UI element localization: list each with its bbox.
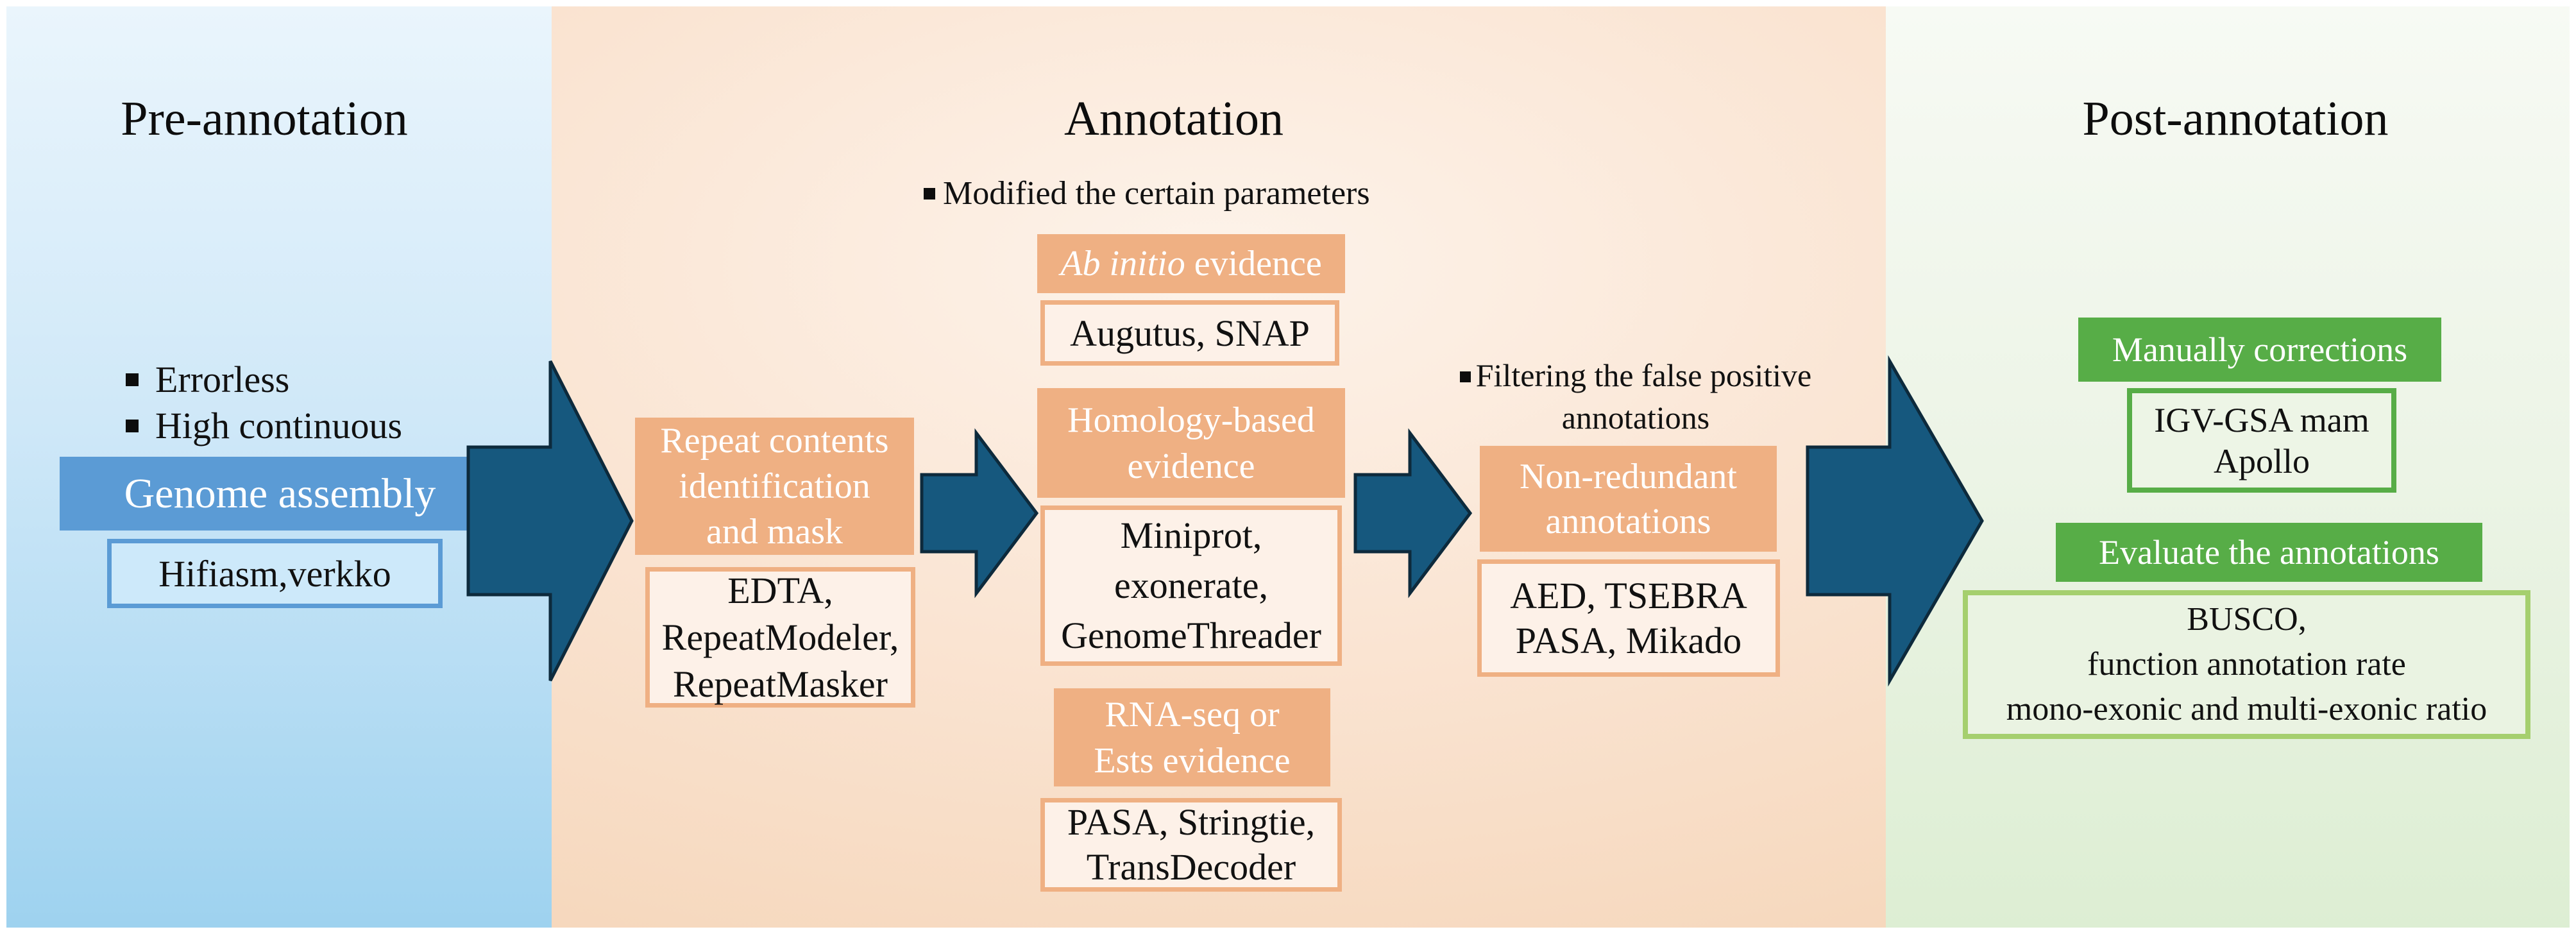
flow-arrow-repeat-to-evidence: [920, 428, 1039, 599]
flow-arrow-annotation-to-post: [1806, 355, 1984, 687]
bullet-square-icon: [1459, 371, 1471, 382]
homology-tools-line: GenomeThreader: [1061, 615, 1321, 656]
bullet-filter-line2: annotations: [1561, 400, 1710, 436]
bullet-item-errorless: Errorless: [126, 357, 402, 403]
manual-corrections-box: Manually corrections: [2078, 318, 2441, 382]
nonredundant-tools-line: AED, TSEBRA: [1510, 574, 1747, 616]
bullet-text: Modified the certain parameters: [943, 175, 1370, 212]
rna-tools-box: PASA, Stringtie, TransDecoder: [1040, 798, 1342, 892]
post-annotation-title: Post-annotation: [2082, 92, 2389, 146]
repeat-box-line: and mask: [706, 511, 843, 552]
evaluate-tools-line: mono-exonic and multi-exonic ratio: [2006, 691, 2487, 727]
repeat-tools-line: RepeatMasker: [673, 663, 888, 705]
ab-initio-evidence-box: Ab initio evidence: [1037, 234, 1345, 293]
bullet-item-high-continuous: High continuous: [126, 403, 402, 449]
evaluate-tools-box: BUSCO, function annotation rate mono-exo…: [1963, 590, 2530, 739]
bullet-item-filtering: Filtering the false positive annotations: [1385, 354, 1886, 439]
repeat-box-line: Repeat contents: [660, 420, 889, 461]
bullet-square-icon: [126, 373, 139, 386]
manual-tools-line: IGV-GSA mam: [2154, 400, 2369, 439]
bullet-text: Errorless: [155, 359, 290, 400]
nonredundant-line: Non-redundant: [1519, 456, 1737, 497]
homology-tools-line: exonerate,: [1114, 565, 1268, 606]
bullet-filter-line1: Filtering the false positive: [1385, 354, 1886, 396]
rna-evidence-box: RNA-seq or Ests evidence: [1054, 688, 1330, 786]
bullet-text: Filtering the false positive: [1475, 357, 1812, 393]
rna-tools-line: PASA, Stringtie,: [1067, 801, 1316, 843]
nonredundant-tools-box: AED, TSEBRA PASA, Mikado: [1477, 559, 1780, 677]
rna-line: Ests evidence: [1094, 740, 1291, 781]
repeat-tools-line: RepeatModeler,: [661, 616, 899, 658]
manual-tools-line: Apollo: [2213, 441, 2310, 480]
evaluate-annotations-box: Evaluate the annotations: [2056, 523, 2482, 582]
nonredundant-line: annotations: [1545, 501, 1711, 541]
ab-initio-italic-text: Ab initio: [1060, 244, 1185, 284]
annotation-title: Annotation: [1064, 92, 1284, 146]
bullet-square-icon: [924, 188, 935, 200]
rna-tools-line: TransDecoder: [1086, 846, 1296, 888]
evaluate-tools-line: BUSCO,: [2187, 601, 2307, 638]
homology-tools-line: Miniprot,: [1120, 514, 1262, 556]
assembly-tools-box: Hifiasm,verkko: [107, 539, 443, 608]
homology-tools-box: Miniprot, exonerate, GenomeThreader: [1040, 505, 1342, 666]
repeat-tools-line: EDTA,: [727, 570, 833, 611]
nonredundant-box: Non-redundant annotations: [1480, 446, 1777, 552]
flow-arrow-pre-to-annotation: [466, 360, 634, 682]
bullet-square-icon: [126, 420, 139, 432]
pre-annotation-bullet-list: Errorless High continuous: [126, 357, 402, 449]
homology-line: Homology-based: [1067, 400, 1315, 440]
ab-initio-rest-text: evidence: [1185, 244, 1322, 284]
manual-tools-box: IGV-GSA mam Apollo: [2127, 388, 2396, 493]
repeat-box-line: identification: [679, 466, 870, 506]
homology-evidence-box: Homology-based evidence: [1037, 388, 1345, 498]
ab-initio-tools-box: Augutus, SNAP: [1040, 300, 1339, 366]
ab-initio-label: Ab initio evidence: [1060, 243, 1321, 284]
bullet-text: High continuous: [155, 405, 403, 446]
flow-arrow-evidence-to-nonredundant: [1353, 428, 1473, 599]
nonredundant-tools-line: PASA, Mikado: [1515, 619, 1742, 661]
evaluate-tools-line: function annotation rate: [2087, 646, 2406, 683]
rna-line: RNA-seq or: [1105, 694, 1280, 734]
repeat-identification-box: Repeat contents identification and mask: [635, 418, 914, 555]
bullet-item-modified-parameters: Modified the certain parameters: [924, 173, 1501, 214]
repeat-tools-box: EDTA, RepeatModeler, RepeatMasker: [645, 567, 915, 708]
homology-line: evidence: [1127, 446, 1255, 486]
genome-assembly-box: Genome assembly: [60, 457, 500, 531]
pre-annotation-title: Pre-annotation: [121, 92, 408, 146]
